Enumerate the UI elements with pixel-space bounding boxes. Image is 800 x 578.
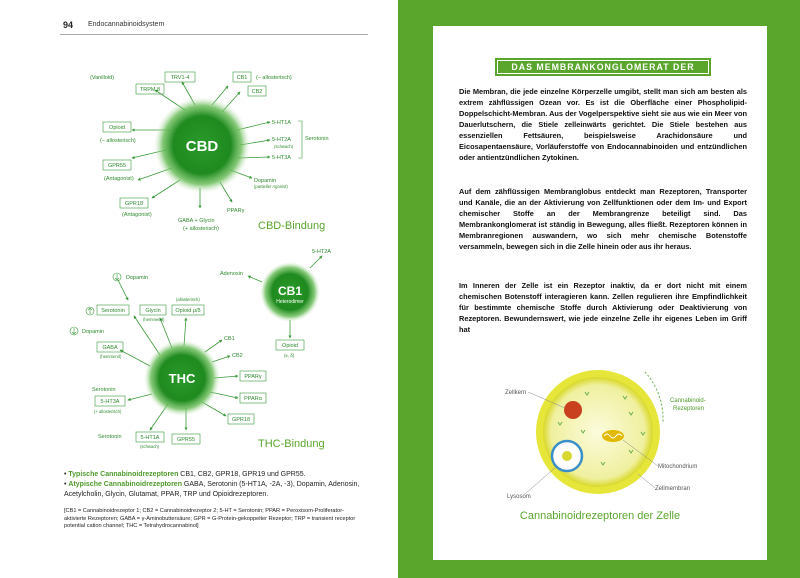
mitochondrium xyxy=(602,430,624,442)
receptor-marks xyxy=(557,391,646,466)
ht2a-note: (schwach) xyxy=(274,144,294,149)
cb1h-opioid-label: Opioid xyxy=(282,343,298,349)
bullet-atypical: • Atypische Cannabinoidrezeptoren GABA, … xyxy=(64,481,360,498)
glycin-note: (hemmend) xyxy=(143,317,165,322)
cbd-caption: CBD-Bindung xyxy=(258,220,325,232)
thc-label: THC xyxy=(169,371,196,386)
adenosin-label: Adenosin xyxy=(220,271,243,277)
cbd-opioid-label: Opioid xyxy=(109,125,125,131)
cell-diagram: Zellkern Cannabinoid- Rezeptoren Mitocho… xyxy=(505,370,706,500)
thc-gpr18-label: GPR18 xyxy=(232,417,250,423)
thc-labels: Dopamin Serotonin Glycin (hemmend) Opioi… xyxy=(69,272,267,449)
vanilloid-label: (Vanilloid) xyxy=(90,75,114,81)
gpr18-note: (Antagonist) xyxy=(122,212,152,218)
label-lysosom: Lysosom xyxy=(507,494,531,500)
receptor-bullets: • Typische Cannabinoidrezeptoren CB1, CB… xyxy=(64,470,364,500)
thc-ppara-label: PPARα xyxy=(244,396,263,402)
thc-serotonin3-label: Serotonin xyxy=(98,434,122,440)
cbd-ppar-label: PPARγ xyxy=(227,208,245,214)
ht3a-note: (+ allosterisch) xyxy=(94,409,122,414)
dopamin-note: (partieller Agonist) xyxy=(254,184,288,189)
cb1h-opioid-note: (κ, δ) xyxy=(284,353,295,358)
cb1h-sub: Heterodimer xyxy=(276,299,304,305)
cb1-note: (– allosterisch) xyxy=(256,75,292,81)
bullet-typical: • Typische Cannabinoidrezeptoren CB1, CB… xyxy=(64,471,306,478)
paragraph-2: Auf dem zähflüssigen Membranglobus entde… xyxy=(459,187,747,251)
thc-cb2-label: CB2 xyxy=(232,353,243,359)
cbd-label: CBD xyxy=(186,138,219,155)
cbd-cb1-label: CB1 xyxy=(237,75,248,81)
chapter-title: Endocannabinoidsystem xyxy=(88,21,165,28)
thc-gaba-note: (hemmend) xyxy=(100,354,122,359)
cbd-ht3a-label: 5-HT3A xyxy=(272,155,291,161)
cbd-labels: (Vanilloid) TRV1-4 TRPM 8 CB1 (– alloste… xyxy=(90,71,329,232)
thc-circle xyxy=(144,340,220,416)
cb1h-ht2a-label: 5-HT2A xyxy=(312,249,331,255)
info-panel: DAS MEMBRANKONGLOMERAT DER ZELLE Die Mem… xyxy=(433,26,767,560)
thc-caption: THC-Bindung xyxy=(258,438,325,450)
thc-dopamin2-label: Dopamin xyxy=(82,329,104,335)
panel-title: DAS MEMBRANKONGLOMERAT DER ZELLE xyxy=(495,58,711,86)
label-rezeptoren: Rezeptoren xyxy=(673,406,704,412)
cbd-gpr55-label: GPR55 xyxy=(108,163,126,169)
thc-ht1a-label: 5-HT1A xyxy=(141,435,160,441)
thc-ht3a-label: 5-HT3A xyxy=(101,399,120,405)
footnote: [CB1 = Cannabinoidrezeptor 1; CB2 = Cann… xyxy=(64,508,356,529)
header-rule xyxy=(60,34,368,35)
paragraph-3: Im Inneren der Zelle ist ein Rezeptor in… xyxy=(459,281,747,334)
thc-cb1-label: CB1 xyxy=(224,336,235,342)
thc-glycin-label: Glycin xyxy=(145,308,160,314)
thc-arrows xyxy=(117,279,239,431)
receptor-diagram: CBD (Vanilloid) TRV1-4 TRPM 8 CB1 (– all… xyxy=(69,71,331,450)
cell-nucleus xyxy=(564,401,582,419)
label-cannabinoid: Cannabinoid- xyxy=(670,398,706,404)
cbd-ht1a-label: 5-HT1A xyxy=(272,120,291,126)
thc-gaba-label: GABA xyxy=(102,345,118,351)
thc-gpr55-label: GPR55 xyxy=(177,437,195,443)
trpm8-label: TRPM 8 xyxy=(140,87,160,93)
opioid-allost-note: (allosterisch) xyxy=(176,297,200,302)
gaba-note: (+ allosterisch) xyxy=(183,226,219,232)
page-number: 94 xyxy=(63,20,74,30)
paragraph-1: Die Membran, die jede einzelne Körperzel… xyxy=(459,87,747,162)
cb1h-label: CB1 xyxy=(278,284,302,298)
cell-caption: Cannabinoidrezeptoren der Zelle xyxy=(519,510,681,522)
thc-opioid-label: Opioid μ/δ xyxy=(175,308,200,314)
cbd-gaba-label: GABA + Glycin xyxy=(178,218,215,224)
cb1-heterodimer-circle xyxy=(260,262,320,322)
cbd-circle xyxy=(154,97,250,193)
gpr55-note: (Antagonist) xyxy=(104,176,134,182)
ht1a-note: (schwach) xyxy=(140,444,160,449)
cbd-serotonin-label: Serotonin xyxy=(305,136,329,142)
thc-dopamin-label: Dopamin xyxy=(126,275,148,281)
label-zellmembran: Zellmembran xyxy=(655,486,690,492)
label-mitochondrium: Mitochondrium xyxy=(658,464,697,470)
label-zellkern: Zellkern xyxy=(505,390,526,396)
thc-serotonin-label: Serotonin xyxy=(101,308,125,314)
thc-serotonin2-label: Serotonin xyxy=(92,387,116,393)
cbd-cb2-label: CB2 xyxy=(252,89,263,95)
thc-ppary-label: PPARγ xyxy=(244,374,262,380)
right-page: DAS MEMBRANKONGLOMERAT DER ZELLE Die Mem… xyxy=(398,0,800,578)
cbd-ht2a-label: 5-HT2A xyxy=(272,137,291,143)
left-page: 94 Endocannabinoidsystem xyxy=(0,0,398,578)
trpv1-label: TRV1-4 xyxy=(171,75,190,81)
cbd-dopamin-label: Dopamin xyxy=(254,178,276,184)
cbd-gpr18-label: GPR18 xyxy=(125,201,143,207)
opioid-note: (– allosterisch) xyxy=(100,138,136,144)
